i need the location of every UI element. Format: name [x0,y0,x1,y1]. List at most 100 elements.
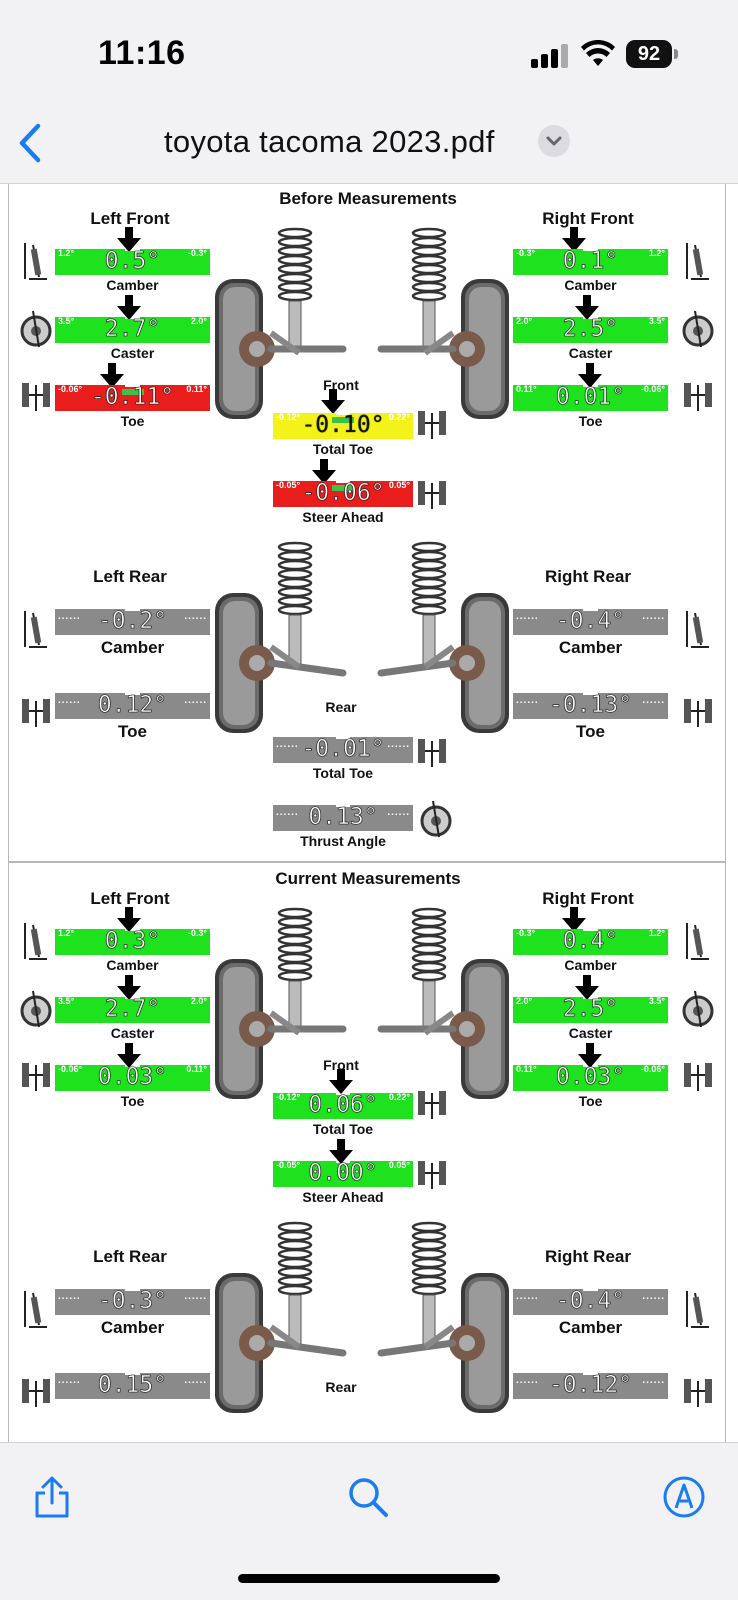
gauge-label: Camber [558,1318,623,1337]
gauge-value: 0.03° [555,1064,626,1091]
gauge-bump [55,249,125,253]
indicator-arrow-icon [117,227,141,252]
steer-ahead-gauge: -0.05°0.05°-0.06° [273,475,413,507]
left-front-toe-gauge: -0.06°0.11°0.03° [55,1059,210,1091]
gauge-max: ...... [184,695,207,706]
camber-diagram-icon [24,243,47,280]
gauge-body [273,1163,413,1187]
front-total-toe-gauge: -0.12°0.22°0.06° [273,1087,413,1119]
gauge-bump [513,1373,583,1377]
gauge-max: ...... [642,1291,665,1302]
gauge-body [55,611,210,635]
gauge-body [513,931,668,955]
gauge-bump [140,1373,210,1377]
gauge-max: ...... [642,695,665,706]
gauge-value: -0.13° [548,692,633,719]
gauge-value: 2.7° [104,316,161,343]
gauge-body [55,1375,210,1399]
title-menu-button[interactable] [538,125,570,157]
gauge-min: ...... [58,1375,81,1386]
rear-left-suspension-illustration [215,1221,347,1413]
panel-title: Before Measurements [279,189,457,208]
gauge-min: -0.05° [276,480,301,490]
gauge-value: 0.01° [555,384,626,411]
front-right-suspension-illustration [377,227,509,419]
toe-diagram-icon [418,739,446,767]
gauge-max: 0.22° [388,1092,410,1102]
gauge-label: Total Toe [312,765,374,781]
gauge-label: Toe [120,413,145,429]
camber-diagram-icon [24,611,47,648]
left-rear-toe-gauge: ............0.15° [55,1367,210,1399]
gauge-body [55,1067,210,1091]
caster-diagram-icon [682,990,714,1028]
gauge-bump [55,929,125,933]
gauge-bump [273,413,336,417]
gauge-body [513,999,668,1023]
right-rear-camber-gauge: ............-0.4° [513,603,668,635]
gauge-bump [598,317,668,321]
right-front-label: Right Front [542,889,634,908]
gauge-body [273,1095,413,1119]
toe-diagram-icon [22,383,50,411]
tolerance-window [332,485,354,491]
gauge-min: ...... [58,695,81,706]
gauge-min: -0.3° [516,928,536,938]
gauge-body [55,251,210,275]
gauge-max: -0.3° [187,248,207,258]
document-title[interactable]: toyota tacoma 2023.pdf [164,124,495,159]
gauge-min: -0.12° [276,412,301,422]
right-front-caster-gauge: 2.0°3.5°2.5° [513,991,668,1023]
rear-label: Rear [325,699,357,715]
indicator-arrow-icon [117,295,141,320]
gauge-bump [55,997,125,1001]
home-indicator [238,1574,500,1583]
gauge-min: 2.0° [516,996,533,1006]
right-front-toe-gauge: 0.11°-0.06°0.03° [513,1059,668,1091]
gauge-bump [350,737,413,741]
front-left-suspension-illustration [215,907,347,1099]
gauge-value: -0.12° [548,1372,633,1399]
gauge-body [513,611,668,635]
gauge-value: 0.00° [308,1160,378,1187]
toe-diagram-icon [418,1161,446,1189]
gauge-min: 3.5° [58,996,75,1006]
gauge-body [513,319,668,343]
gauge-body [513,1067,668,1091]
gauge-value: 0.12° [97,692,168,719]
caster-diagram-icon [420,800,452,838]
toe-diagram-icon [22,1063,50,1091]
markup-pen-icon[interactable] [662,1475,706,1519]
gauge-bump [140,317,210,321]
left-rear-label: Left Rear [93,567,167,586]
rear-total-toe-gauge: ............-0.01° [273,731,413,763]
search-icon[interactable] [346,1475,390,1519]
gauge-body [55,1291,210,1315]
gauge-label: Total Toe [312,441,374,457]
rear-right-suspension-illustration [377,541,509,733]
gauge-bump [55,385,125,389]
toe-diagram-icon [418,1091,446,1119]
rear-left-suspension-illustration [215,541,347,733]
left-front-camber-gauge: 1.2°-0.3°0.5° [55,243,210,275]
gauge-body [513,1375,668,1399]
gauge-bump [140,1289,210,1293]
gauge-label: Camber [100,1318,165,1337]
left-front-camber-gauge: 1.2°-0.3°0.3° [55,923,210,955]
share-icon[interactable] [30,1475,74,1519]
gauge-bump [273,1161,336,1165]
gauge-label: Camber [564,957,617,973]
back-chevron-icon[interactable] [14,122,48,164]
tolerance-window [121,389,144,395]
gauge-min: 2.0° [516,316,533,326]
bottom-toolbar [0,1442,738,1600]
toe-diagram-icon [684,699,712,727]
indicator-arrow-icon [578,363,602,388]
gauge-value: -0.01° [301,736,385,763]
status-bar: 11:16 92 [0,0,738,100]
indicator-arrow-icon [321,389,345,414]
gauge-min: ...... [58,1291,81,1302]
